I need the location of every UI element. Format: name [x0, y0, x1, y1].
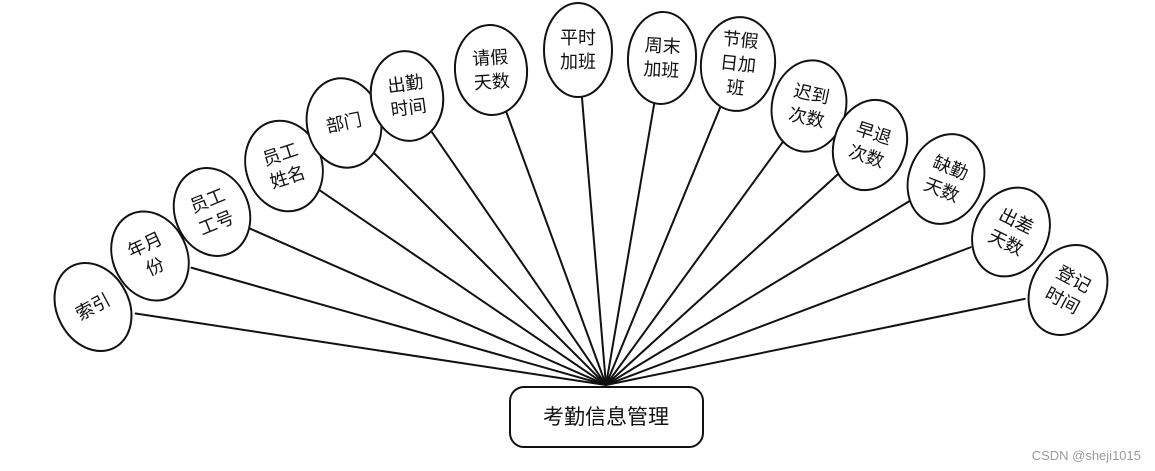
- attribute-nodes: 索引年月份员工工号员工姓名部门出勤时间请假天数平时加班周末加班节假日加班迟到次数…: [53, 2, 1109, 352]
- attribute-label-line: 加班: [560, 52, 596, 73]
- connector-business-trip-days: [605, 246, 972, 386]
- connector-weekday-overtime: [580, 93, 607, 386]
- connector-registration-time: [605, 297, 1026, 386]
- connector-department: [372, 151, 607, 386]
- attribute-ellipse: [53, 262, 133, 352]
- attribute-ellipse: [831, 98, 909, 192]
- attribute-label-line: 天数: [473, 71, 510, 94]
- attribute-year-month: 年月份: [110, 210, 190, 302]
- attribute-ellipse: [543, 2, 613, 98]
- connector-late-count: [605, 139, 785, 386]
- attribute-ellipse: [110, 210, 190, 302]
- attribute-ellipse: [453, 24, 529, 116]
- attribute-ellipse: [971, 186, 1051, 278]
- connector-lines: [134, 93, 1026, 386]
- connector-employee-id: [249, 227, 607, 386]
- attribute-ellipse: [626, 11, 698, 105]
- attribute-ellipse: [906, 133, 986, 225]
- attribute-label-line: 班: [725, 77, 745, 100]
- connector-attendance-time: [429, 129, 607, 386]
- attribute-label-line: 周末: [644, 35, 681, 58]
- attribute-ellipse: [172, 167, 252, 257]
- attribute-index: 索引: [53, 262, 133, 352]
- connector-early-leave-count: [605, 172, 840, 386]
- connector-weekend-overtime: [605, 99, 656, 386]
- entity-label: 考勤信息管理: [543, 405, 669, 429]
- attribute-label-line: 出勤: [386, 72, 425, 98]
- attribute-label-line: 日加: [719, 52, 757, 77]
- entity-box: [509, 386, 704, 448]
- connector-absence-days: [605, 200, 911, 386]
- watermark: CSDN @sheji1015: [1031, 448, 1141, 463]
- attribute-label-line: 时间: [389, 95, 428, 121]
- attribute-department: 部门: [305, 77, 383, 169]
- attribute-label-line: 请假: [472, 47, 509, 70]
- connector-employee-name: [318, 188, 607, 386]
- attribute-label-line: 加班: [643, 59, 680, 82]
- attribute-ellipse: [699, 16, 777, 112]
- entity-node: 考勤信息管理: [509, 386, 704, 448]
- connector-holiday-overtime: [605, 103, 723, 386]
- attribute-ellipse: [1027, 244, 1109, 336]
- attribute-ellipse: [369, 50, 445, 142]
- attribute-label-line: 平时: [560, 28, 596, 49]
- connector-index: [134, 312, 607, 386]
- connector-leave-days: [504, 108, 607, 386]
- attribute-label-line: 节假: [721, 28, 759, 53]
- connector-year-month: [190, 266, 607, 386]
